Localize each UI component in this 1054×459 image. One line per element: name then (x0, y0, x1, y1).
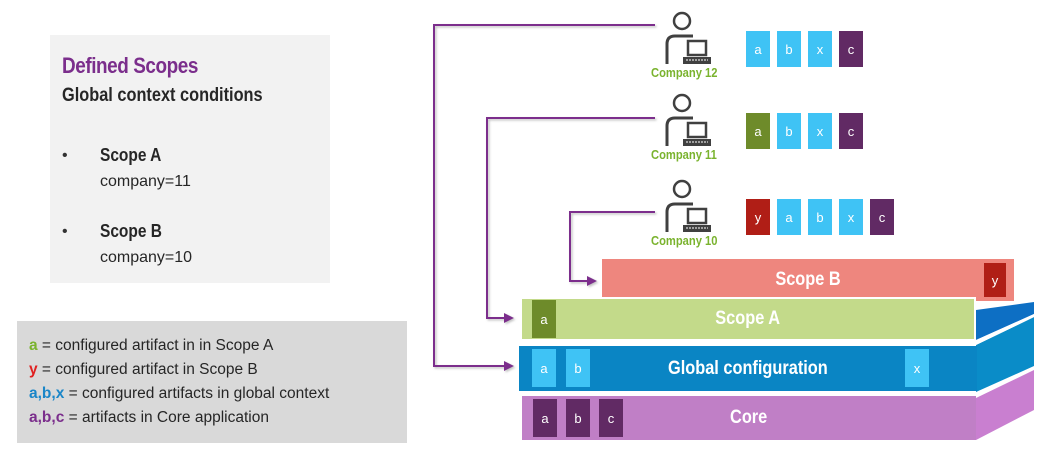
legend-text: = configured artifact in in Scope A (37, 337, 274, 354)
side-face-top (976, 302, 1034, 340)
artifact-chip-core-b: b (566, 399, 590, 437)
artifact-chip: c (870, 199, 894, 235)
scope-a-name: Scope A (100, 145, 162, 165)
layer-scope-a-label: Scope A (715, 308, 781, 329)
artifact-chip: a (777, 199, 801, 235)
connector-company12-global (433, 24, 655, 371)
artifact-chip: y (746, 199, 770, 235)
artifact-chip: b (777, 113, 801, 149)
side-face-core (976, 370, 1034, 440)
artifact-chip-scope-b: y (984, 263, 1006, 297)
legend-key: a (29, 337, 38, 354)
user-laptop-icon (665, 11, 711, 64)
panel-title: Defined Scopes (62, 53, 198, 78)
artifact-chip-core-a: a (533, 399, 557, 437)
layer-core-label: Core (730, 407, 768, 428)
artifact-chip: b (777, 31, 801, 67)
scope-b-name: Scope B (100, 221, 162, 241)
legend-text: = configured artifacts in global context (64, 385, 330, 402)
side-face-global (976, 317, 1034, 392)
legend-row: a,b,x = configured artifacts in global c… (29, 385, 329, 403)
connector-company10-scope-b (569, 211, 655, 286)
company-label: Company 12 (651, 65, 718, 80)
artifact-chip: a (746, 113, 770, 149)
legend-panel: a = configured artifact in in Scope A y … (17, 321, 407, 443)
layer-global-label: Global configuration (668, 357, 828, 379)
artifact-chip-core-c: c (599, 399, 623, 437)
layer-scope-a: Scope A (520, 297, 976, 341)
connector-company11-scope-a (486, 117, 655, 323)
legend-text: = artifacts in Core application (64, 409, 269, 426)
legend-row: a,b,c = artifacts in Core application (29, 409, 269, 427)
side-face-top-cap (976, 314, 1034, 345)
artifact-chip-global-b: b (566, 349, 590, 387)
company-label: Company 10 (651, 233, 718, 248)
artifact-chip-global-a: a (532, 349, 556, 387)
legend-key: y (29, 361, 38, 378)
layer-core: Core (522, 396, 976, 440)
user-laptop-icon (665, 93, 711, 146)
legend-row: a = configured artifact in in Scope A (29, 337, 273, 355)
company-label: Company 11 (651, 147, 717, 162)
artifact-chip-global-x: x (905, 349, 929, 387)
layer-scope-b: Scope B (602, 259, 1014, 301)
artifact-chip: x (808, 31, 832, 67)
legend-key: a,b,c (29, 409, 65, 426)
bullet-icon: • (62, 223, 68, 240)
legend-text: = configured artifact in Scope B (37, 361, 258, 378)
artifact-chip: x (808, 113, 832, 149)
legend-row: y = configured artifact in Scope B (29, 361, 258, 379)
panel-subtitle: Global context conditions (62, 85, 263, 106)
artifact-chip: c (839, 31, 863, 67)
user-laptop-icon (665, 179, 711, 232)
artifact-chip: b (808, 199, 832, 235)
scope-b-condition: company=10 (100, 249, 193, 266)
legend-key: a,b,x (29, 385, 65, 402)
artifact-chip: c (839, 113, 863, 149)
defined-scopes-panel: Defined Scopes Global context conditions… (50, 35, 330, 283)
artifact-chip-scope-a: a (532, 300, 556, 338)
scope-a-condition: company=11 (100, 173, 191, 190)
artifact-chip: x (839, 199, 863, 235)
bullet-icon: • (62, 147, 68, 164)
layer-global-configuration: Global configuration (519, 346, 977, 391)
layer-scope-b-label: Scope B (775, 269, 841, 290)
artifact-chip: a (746, 31, 770, 67)
